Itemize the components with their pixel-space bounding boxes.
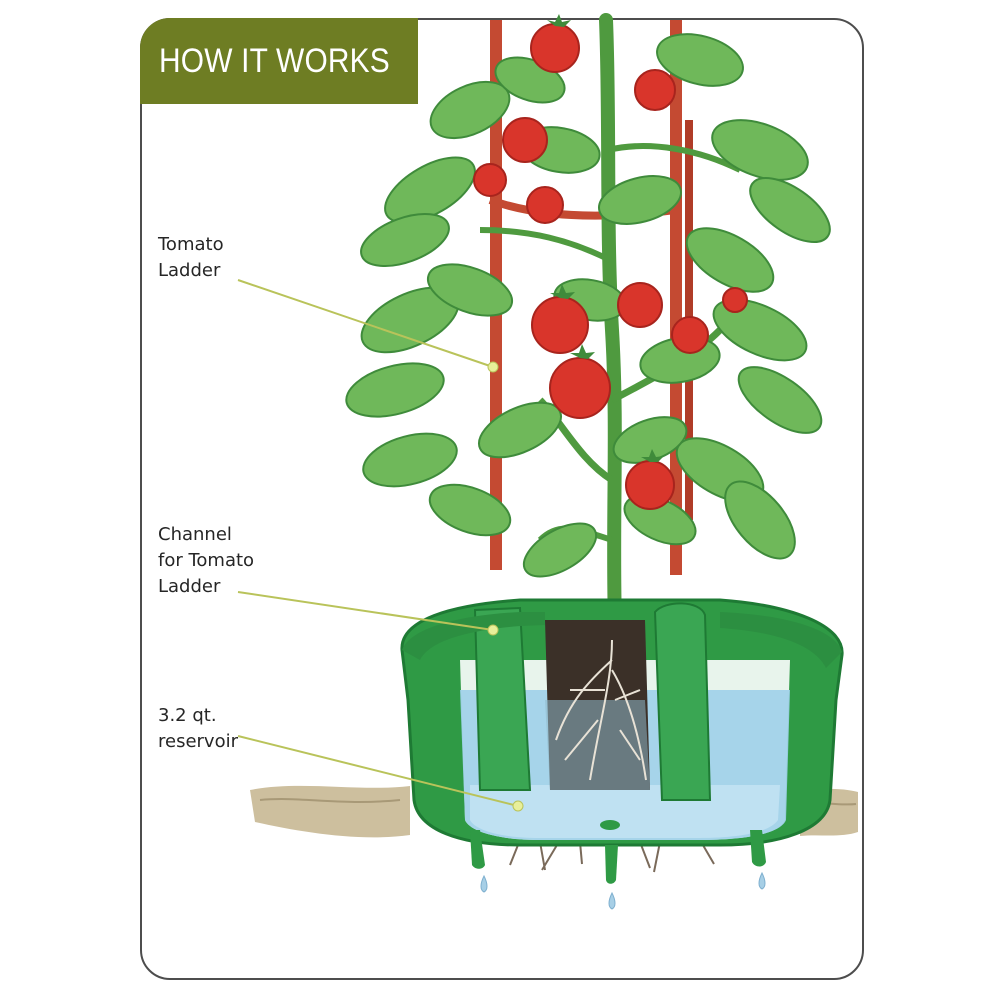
- label-reservoir: 3.2 qt. reservoir: [158, 703, 238, 755]
- label-channel: Channel for Tomato Ladder: [158, 522, 254, 600]
- tomato-leaves: [345, 33, 831, 578]
- ladder-channel: [473, 606, 532, 791]
- tomato-calyxes: [547, 14, 664, 462]
- label-line: for Tomato: [158, 550, 255, 571]
- water-drips: [480, 871, 766, 910]
- leader-lines: [237, 279, 519, 807]
- label-line: 3.2 qt.: [158, 705, 217, 726]
- label-tomato-ladder: Tomato Ladder: [158, 232, 224, 284]
- tomatoes: [473, 23, 748, 510]
- self-watering-pot: [400, 598, 844, 884]
- label-line: Channel: [158, 524, 232, 545]
- label-line: Tomato: [158, 234, 224, 255]
- label-line: Ladder: [158, 576, 221, 597]
- banner-title: HOW IT WORKS: [159, 42, 390, 80]
- label-line: Ladder: [158, 260, 221, 281]
- leader-dots: [487, 361, 524, 812]
- how-it-works-banner: [140, 18, 418, 104]
- roots-below: [509, 839, 715, 873]
- roots-in-soil: [555, 639, 647, 781]
- label-line: reservoir: [158, 731, 238, 752]
